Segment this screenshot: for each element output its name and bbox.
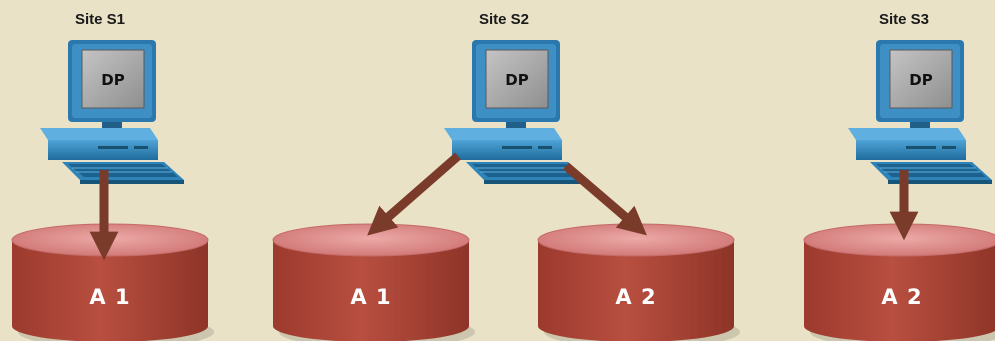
computer-icon: DP (39, 39, 185, 185)
computer-icon: DP (847, 39, 993, 185)
site-label: Site S1 (75, 11, 125, 28)
database-cylinder: A 1 (11, 223, 214, 341)
processor-label: DP (505, 71, 528, 89)
site-label: Site S2 (479, 11, 529, 28)
computer-icon: DP (443, 39, 589, 185)
access-arrow (563, 162, 647, 236)
processor-label: DP (101, 71, 124, 89)
database-cylinder: A 2 (537, 223, 740, 341)
processor-label: DP (909, 71, 932, 89)
database-cylinder: A 2 (803, 223, 995, 341)
site-label: Site S3 (879, 11, 929, 28)
database-label: A 2 (881, 285, 922, 309)
database-label: A 1 (89, 285, 130, 309)
access-arrow (367, 152, 461, 236)
database-label: A 2 (615, 285, 656, 309)
database-cylinder: A 1 (272, 223, 475, 341)
database-label: A 1 (350, 285, 391, 309)
